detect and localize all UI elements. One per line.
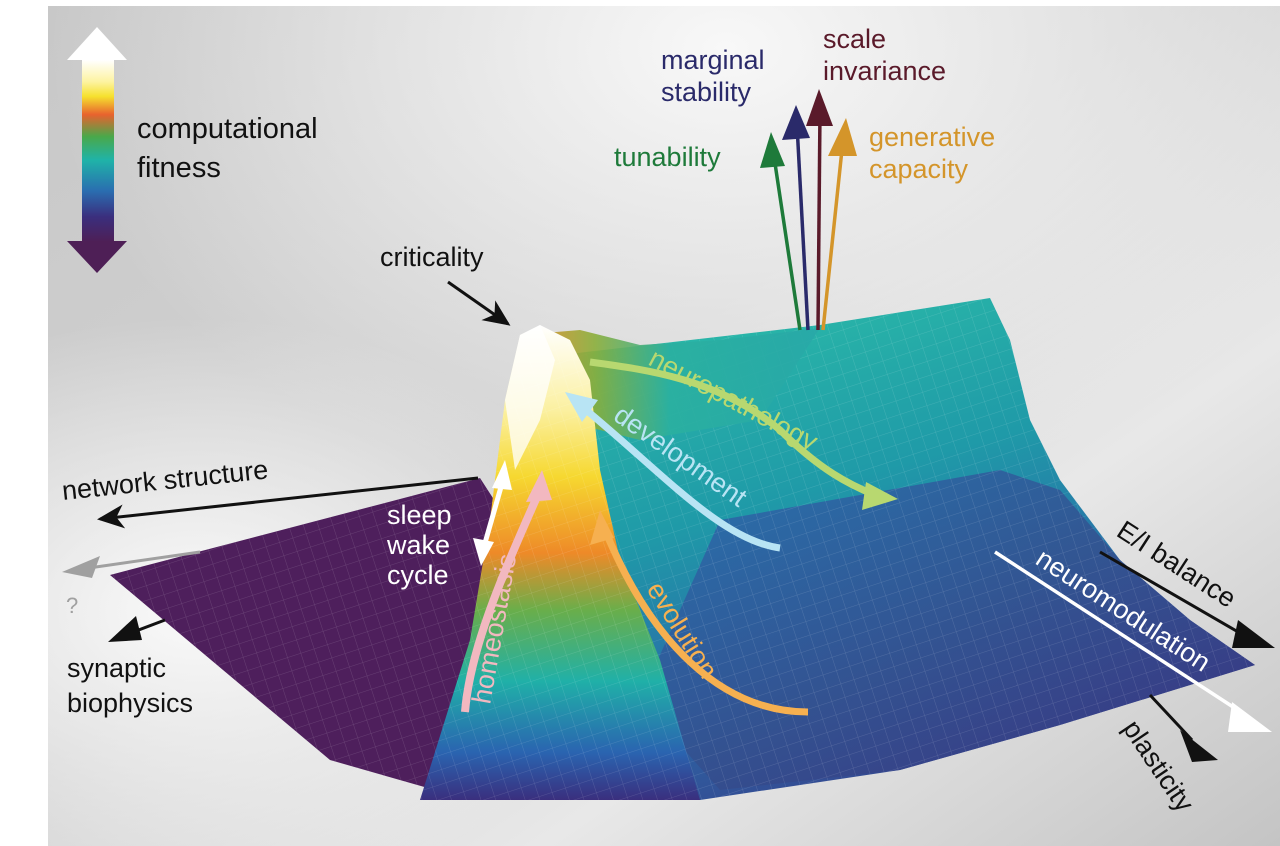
fitness-colorbar — [67, 27, 127, 273]
sleep-wake-label-line2: wake — [386, 530, 450, 560]
colorbar-down-arrowhead — [67, 241, 127, 273]
colorbar-up-arrowhead — [67, 27, 127, 60]
sleep-wake-label-line3: cycle — [387, 560, 449, 590]
generative-capacity-label-line2: capacity — [869, 154, 969, 184]
development-arrow — [577, 402, 781, 552]
surface-left-plane — [110, 478, 520, 800]
criticality-arrow — [447, 280, 511, 326]
marginal-stability-label-line1: marginal — [661, 45, 765, 75]
tunability-arrow — [771, 149, 802, 331]
sleep-wake-label-line1: sleep — [387, 500, 452, 530]
criticality-label: criticality — [380, 242, 484, 272]
marginal-stability-label-line2: stability — [661, 77, 752, 107]
unknown-axis-label: ? — [66, 593, 78, 618]
generative-capacity-label-line1: generative — [869, 122, 995, 152]
sleep-wake-double-arrow — [473, 460, 512, 566]
scale-invariance-arrow — [816, 109, 822, 331]
neuromodulation-axis-arrow — [994, 550, 1251, 720]
surface-peak — [420, 325, 700, 800]
synaptic-biophysics-label-line2: biophysics — [67, 688, 193, 718]
tunability-label: tunability — [614, 142, 721, 172]
generative-capacity-arrow — [821, 139, 845, 331]
homeostasis-arrow — [461, 488, 544, 713]
property-arrows — [760, 89, 857, 331]
evolution-arrow — [601, 528, 809, 716]
scale-invariance-label-line1: scale — [823, 24, 886, 54]
colorbar-shaft — [82, 60, 114, 242]
scale-invariance-label-line2: invariance — [823, 56, 946, 86]
synaptic-biophysics-label-line1: synaptic — [67, 653, 166, 683]
surface-ridge — [520, 328, 820, 440]
marginal-stability-arrow — [795, 124, 810, 331]
legend-label-line2: fitness — [137, 152, 221, 184]
plasticity-axis-arrow — [1148, 693, 1194, 742]
neuropathology-arrow — [589, 358, 877, 499]
legend-label-line1: computational — [137, 113, 318, 145]
ei-balance-axis-arrow — [1099, 550, 1253, 642]
network-structure-axis-arrow — [97, 476, 479, 529]
